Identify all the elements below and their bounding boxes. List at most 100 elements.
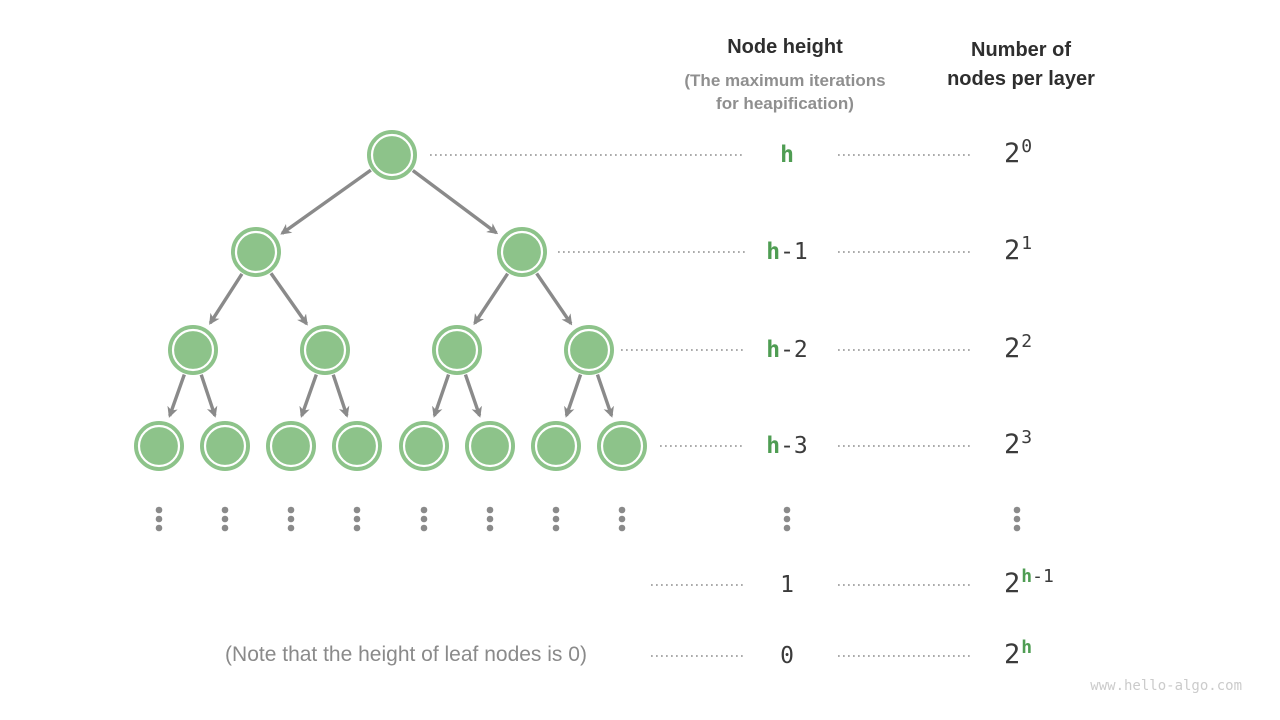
tree-edge-arrow	[269, 272, 308, 326]
ellipsis-dot	[618, 506, 626, 514]
node-height-subtitle-line2: for heapification)	[716, 94, 854, 113]
ellipsis-dot	[420, 524, 428, 532]
heap-node-ring	[534, 424, 578, 468]
node-count-label-row3: 22	[1004, 330, 1033, 364]
nodes-per-layer-line1: Number of	[971, 39, 1071, 61]
exponent: 3	[1021, 426, 1033, 448]
node-count-label-row2: 21	[1004, 232, 1033, 266]
heap-node-ring	[335, 424, 379, 468]
heap-node	[168, 325, 218, 375]
heap-node	[597, 421, 647, 471]
heap-node-ring	[269, 424, 313, 468]
ellipsis-dot	[221, 524, 229, 532]
height-label-row6: 0	[780, 643, 794, 669]
ellipsis-dot	[221, 506, 229, 514]
heap-node-ring	[402, 424, 446, 468]
tree-edge-arrow	[208, 272, 244, 325]
ellipsis-dot	[420, 506, 428, 514]
heap-node-ring	[435, 328, 479, 372]
heap-node	[200, 421, 250, 471]
exponent: h-1	[1021, 565, 1054, 587]
heap-node	[300, 325, 350, 375]
tree-edge-arrow	[199, 374, 218, 418]
node-count-label-row5: 2h-1	[1004, 565, 1054, 599]
tree-edge-arrow	[473, 272, 510, 326]
exponent: h	[1021, 636, 1033, 658]
node-height-subtitle-line1: (The maximum iterations	[684, 71, 886, 90]
heap-node	[564, 325, 614, 375]
ellipsis-dot	[1013, 515, 1021, 523]
heap-node	[497, 227, 547, 277]
tree-edge-arrow	[167, 373, 186, 418]
heap-node-ring	[203, 424, 247, 468]
ellipsis-dot	[353, 506, 361, 514]
ellipsis-dot	[287, 515, 295, 523]
ellipsis-dot	[618, 515, 626, 523]
tree-edge-arrow	[595, 374, 614, 418]
heap-node-ring	[171, 328, 215, 372]
ellipsis-dot	[783, 515, 791, 523]
heap-node-ring	[600, 424, 644, 468]
tree-edge-arrow	[299, 373, 318, 418]
node-count-label-row6: 2h	[1004, 636, 1033, 670]
ellipsis-dot	[1013, 506, 1021, 514]
tree-edge-arrow	[331, 374, 350, 418]
heap-node	[266, 421, 316, 471]
heap-node-ring	[468, 424, 512, 468]
heap-node-ring	[370, 133, 414, 177]
height-label-row3: h-2	[766, 337, 808, 363]
nodes-per-layer-line2: nodes per layer	[947, 68, 1095, 90]
ellipsis-dot	[155, 524, 163, 532]
heap-node	[367, 130, 417, 180]
ellipsis-dot	[552, 506, 560, 514]
ellipsis-dot	[155, 515, 163, 523]
node-height-title: Node height	[727, 36, 843, 58]
heap-node	[332, 421, 382, 471]
ellipsis-dot	[353, 524, 361, 532]
ellipsis-dot	[155, 506, 163, 514]
height-label-row5: 1	[780, 572, 794, 598]
ellipsis-dot	[221, 515, 229, 523]
node-height-header: Node height (The maximum iterations for …	[684, 36, 885, 115]
exponent: 0	[1021, 135, 1033, 157]
heap-node-ring	[567, 328, 611, 372]
ellipsis-dot	[1013, 524, 1021, 532]
heap-node	[231, 227, 281, 277]
node-count-label-row4: 23	[1004, 426, 1033, 460]
heap-node-ring	[303, 328, 347, 372]
tree-edge-arrow	[564, 374, 583, 418]
heap-node-ring	[137, 424, 181, 468]
node-height-subtitle: (The maximum iterations for heapificatio…	[684, 69, 885, 115]
watermark: www.hello-algo.com	[1090, 678, 1242, 694]
heap-node-ring	[234, 230, 278, 274]
heap-node	[465, 421, 515, 471]
tree-edge-arrow	[280, 168, 372, 235]
heap-node	[531, 421, 581, 471]
node-count-label-row1: 20	[1004, 135, 1033, 169]
ellipsis-dot	[287, 506, 295, 514]
tree-edge-arrow	[535, 272, 573, 326]
heap-node-ring	[500, 230, 544, 274]
height-label-row2: h-1	[766, 239, 808, 265]
ellipsis-dot	[618, 524, 626, 532]
ellipsis-dot	[486, 524, 494, 532]
ellipsis-dot	[552, 515, 560, 523]
ellipsis-dot	[783, 524, 791, 532]
height-label-row1: h	[780, 142, 794, 168]
tree-edge-arrow	[411, 169, 499, 235]
ellipsis-dot	[420, 515, 428, 523]
heap-node	[134, 421, 184, 471]
leaf-height-note: (Note that the height of leaf nodes is 0…	[225, 643, 587, 666]
ellipsis-dot	[783, 506, 791, 514]
ellipsis-dot	[486, 515, 494, 523]
heap-node	[399, 421, 449, 471]
ellipsis-dot	[287, 524, 295, 532]
tree-edge-arrow	[463, 374, 482, 418]
ellipsis-dot	[486, 506, 494, 514]
exponent: 2	[1021, 330, 1033, 352]
heap-node	[432, 325, 482, 375]
ellipsis-dot	[552, 524, 560, 532]
exponent: 1	[1021, 232, 1033, 254]
